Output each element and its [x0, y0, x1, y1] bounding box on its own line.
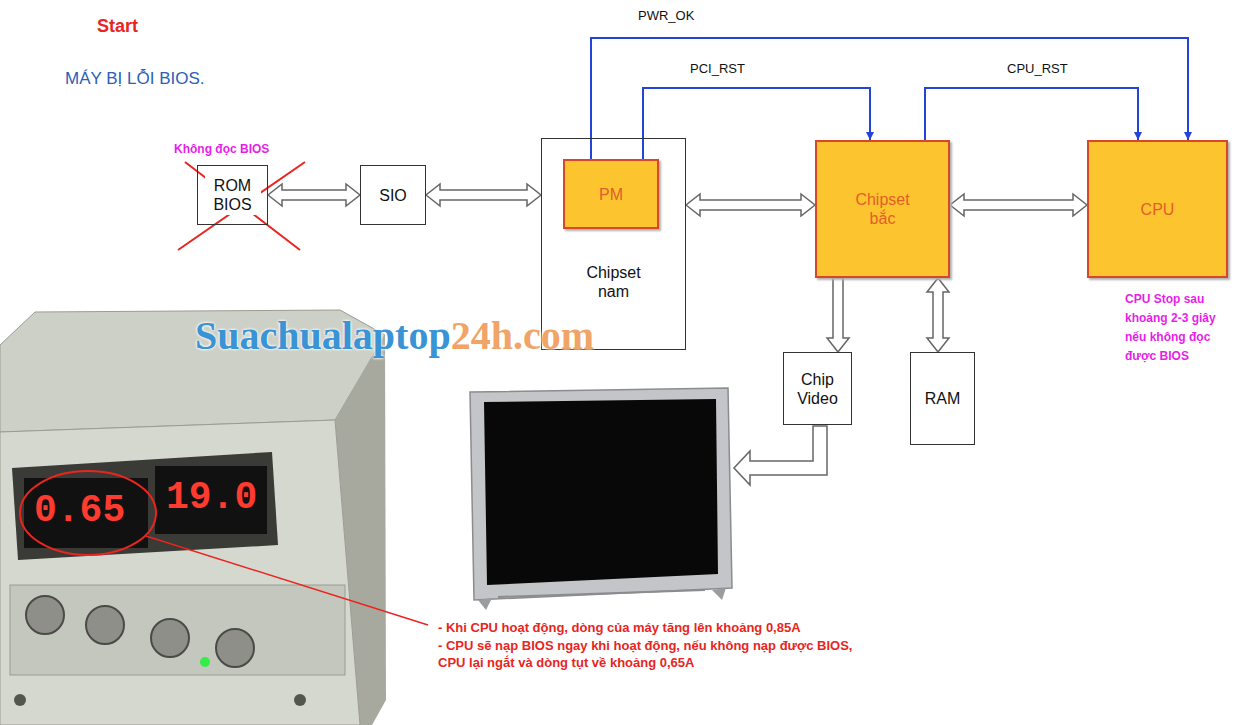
terminal: [294, 694, 306, 706]
display-reading: 19.0: [166, 476, 257, 519]
terminal: [14, 694, 26, 706]
node-text: SIO: [379, 186, 407, 205]
start-label: Start: [97, 16, 138, 37]
node-text: CPU: [1141, 200, 1175, 219]
current-display: [24, 478, 148, 548]
pm-box: PM: [563, 159, 659, 229]
bus-arrow: [686, 194, 815, 216]
signal-name: CPU_RST: [1005, 61, 1070, 76]
video-chip-box: Chip Video: [783, 352, 852, 425]
bus-arrow: [268, 184, 360, 206]
watermark: Suachualaptop: [195, 312, 451, 359]
cross-line: [178, 162, 305, 250]
ram-box: RAM: [910, 352, 975, 445]
knob: [86, 606, 124, 644]
power-supply-photo: [0, 310, 428, 725]
cpu-box: CPU: [1087, 140, 1228, 278]
watermark: 24h.com: [451, 312, 594, 359]
rom-box: ROM BIOS: [197, 165, 268, 225]
video-output-arrow: [734, 426, 827, 485]
node-text: ROM BIOS: [205, 175, 261, 215]
laptop-hinge: [498, 590, 705, 597]
node-text: Chipset bắc: [843, 190, 923, 228]
laptop-screen: [484, 399, 718, 585]
bus-arrow: [950, 194, 1087, 216]
sio-box: SIO: [360, 165, 426, 225]
note-text: CPU Stop sau khoảng 2-3 giây nếu không đ…: [1125, 290, 1233, 366]
voltage-display: [155, 466, 267, 534]
laptop-frame: [470, 388, 732, 600]
display-reading: 0.65: [34, 489, 125, 532]
diagram-title: MÁY BỊ LỖI BIOS.: [65, 69, 205, 89]
bus-arrow: [426, 184, 541, 206]
bus-arrow: [927, 278, 949, 352]
bus-arrow: [827, 278, 849, 352]
knob: [216, 629, 254, 667]
note-text: Không đọc BIOS: [174, 142, 269, 156]
power-led: [200, 657, 210, 667]
supply-front-face: [0, 420, 360, 725]
note-text: - CPU sẽ nạp BIOS ngay khi hoạt động, nế…: [438, 637, 863, 671]
signal-name: PCI_RST: [688, 61, 747, 76]
display-panel: [12, 452, 278, 560]
node-text: Chipset nam: [574, 263, 654, 301]
laptop-hinge: [478, 598, 492, 610]
control-panel: [10, 585, 345, 675]
signal-line: [925, 88, 1138, 140]
leader-line: [146, 536, 428, 625]
knob: [151, 619, 189, 657]
knob: [26, 596, 64, 634]
node-text: PM: [599, 185, 623, 204]
laptop-picture: [470, 388, 732, 610]
signal-name: PWR_OK: [636, 8, 696, 23]
northbridge-box: Chipset bắc: [815, 140, 950, 278]
node-text: Chip Video: [790, 370, 845, 408]
node-text: RAM: [925, 389, 961, 408]
note-text: - Khi CPU hoạt động, dòng của máy tăng l…: [438, 619, 918, 636]
highlight-circle: [20, 471, 156, 555]
no-read-cross: [178, 162, 305, 250]
laptop-hinge: [712, 588, 726, 600]
